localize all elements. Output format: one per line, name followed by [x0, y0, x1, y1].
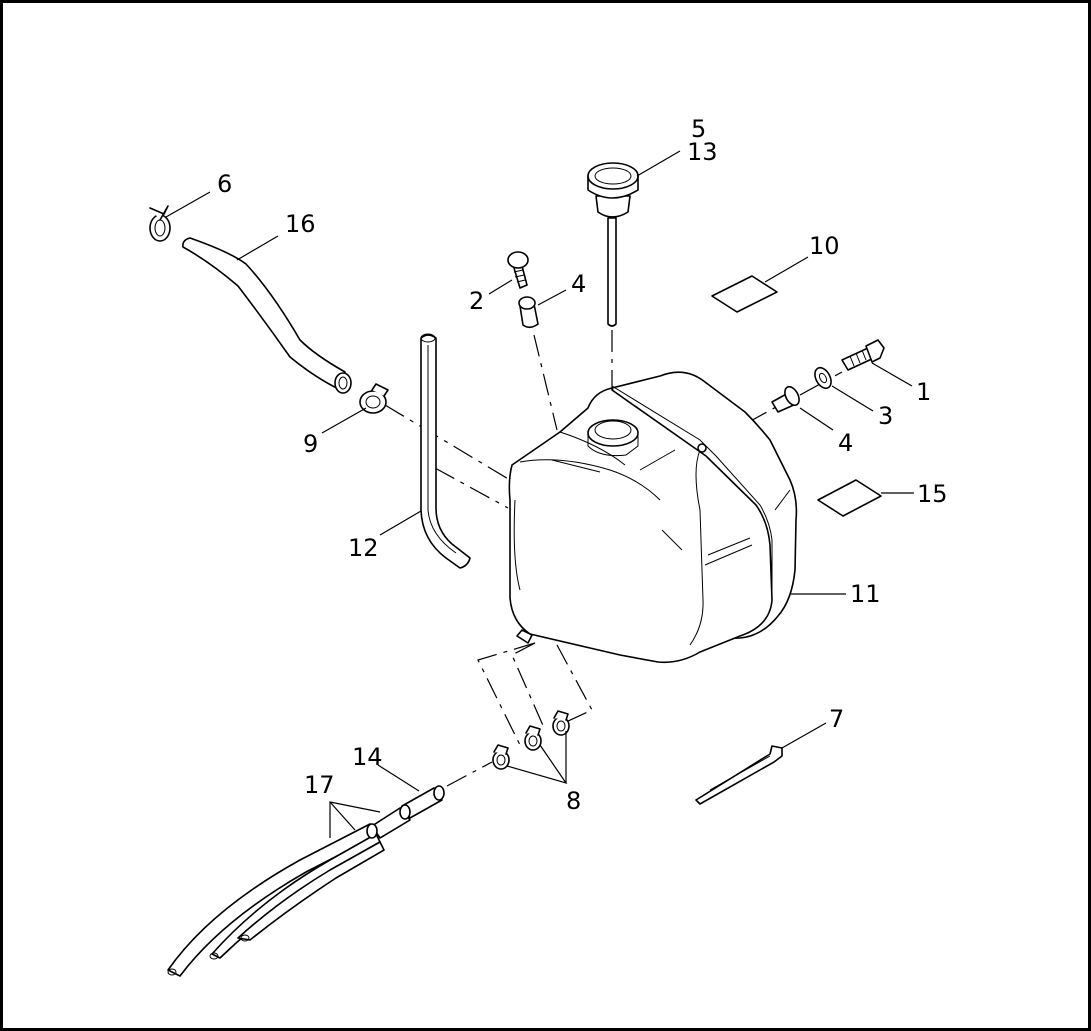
vent-hose [420, 333, 471, 569]
labels [711, 275, 882, 517]
clamps-8 [492, 710, 570, 770]
callout-7: 7 [829, 705, 844, 733]
bolt-washer-grommet [771, 339, 885, 413]
leader-lines [165, 150, 914, 838]
callout-10: 10 [809, 232, 840, 260]
callout-11: 11 [850, 580, 881, 608]
callout-5: 5 [691, 115, 706, 143]
clamp-and-hose [149, 205, 352, 394]
callout-15: 15 [917, 480, 948, 508]
callout-4-grommet: 4 [838, 429, 853, 457]
parts-diagram: 1 2 3 4 4 5 13 6 16 10 9 12 15 11 7 14 1… [149, 115, 948, 977]
hoses [167, 785, 445, 977]
callout-2: 2 [469, 287, 484, 315]
oil-tank [508, 371, 798, 664]
callout-6: 6 [217, 170, 232, 198]
callout-3: 3 [878, 402, 893, 430]
callout-9: 9 [303, 430, 318, 458]
cable-strap [695, 745, 783, 805]
screw-and-bushing [507, 251, 539, 329]
dipstick-cap [587, 162, 639, 327]
callout-17: 17 [304, 771, 335, 799]
callout-13: 13 [687, 138, 718, 166]
callout-12: 12 [348, 534, 379, 562]
callout-4-bushing: 4 [571, 270, 586, 298]
callout-16: 16 [285, 210, 316, 238]
assembly-lines [384, 330, 843, 787]
callout-8: 8 [566, 787, 581, 815]
clamp-9 [359, 383, 389, 414]
callout-14: 14 [352, 743, 383, 771]
callout-1: 1 [916, 378, 931, 406]
callouts: 1 2 3 4 4 5 13 6 16 10 9 12 15 11 7 14 1… [217, 115, 948, 815]
